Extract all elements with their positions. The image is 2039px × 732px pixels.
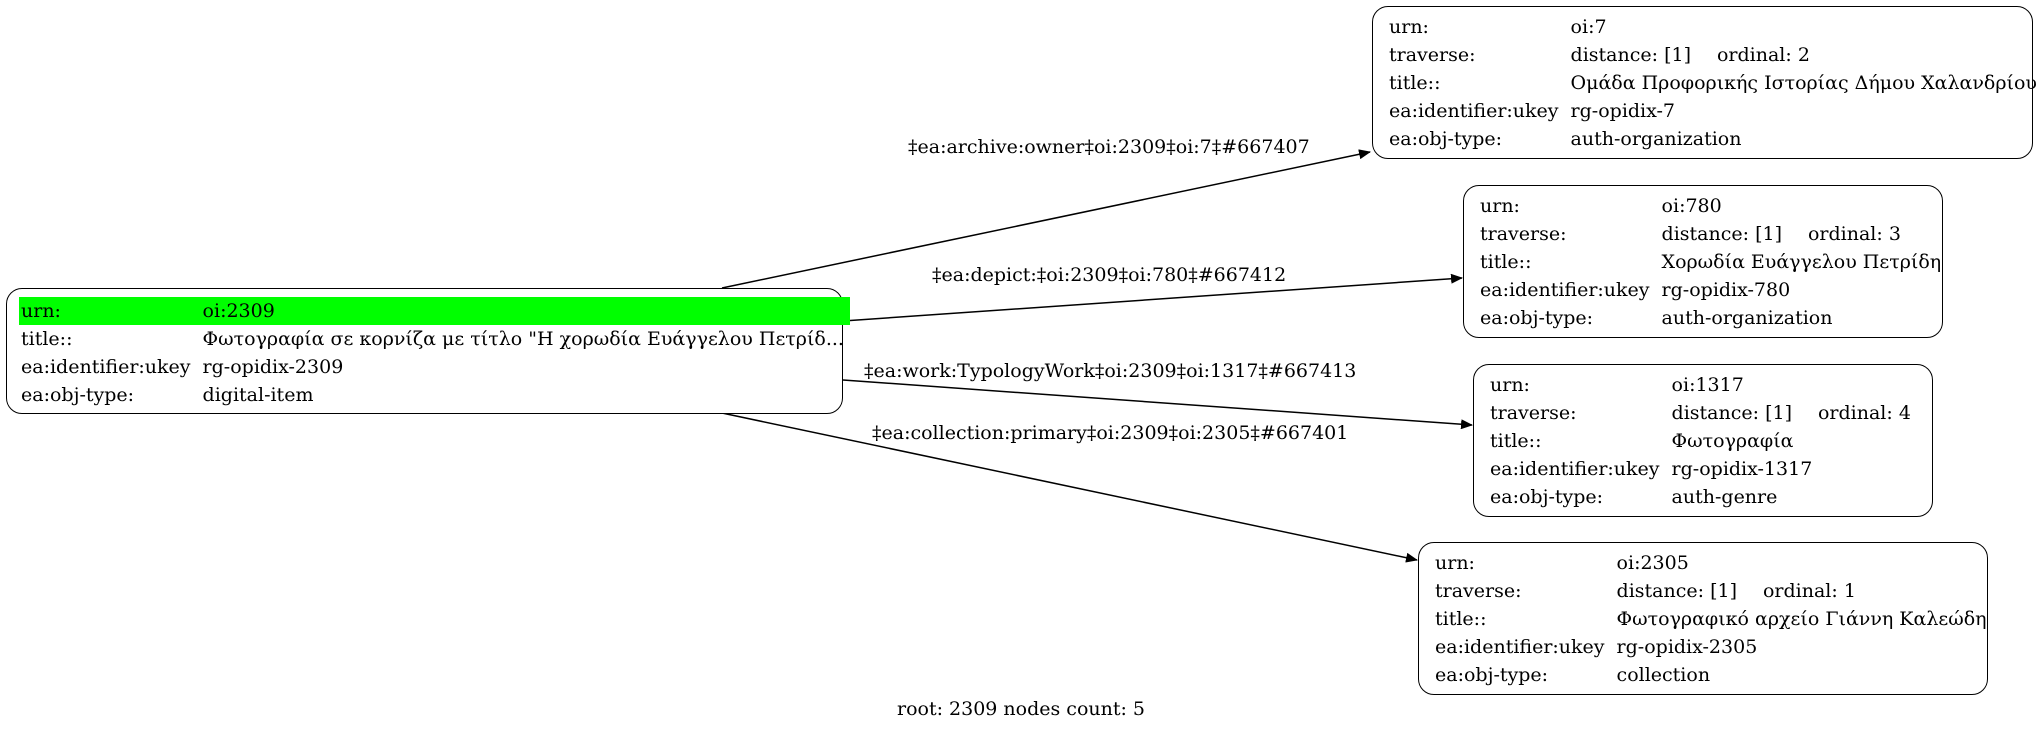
edge-label-depict: ‡ea:depict:‡oi:2309‡oi:780‡#667412: [932, 264, 1287, 286]
node-urn-value: oi:7: [1570, 16, 1607, 38]
edge-typology: [842, 379, 1473, 430]
node-ukey-key: ea:identifier:ukey: [1490, 458, 1660, 480]
node-oi-2305-table: urn: oi:2305 traverse: distance: [1] ordina…: [1433, 549, 1993, 689]
node-title-key: title::: [1490, 430, 1542, 452]
node-traverse-key: traverse:: [1480, 223, 1567, 245]
node-urn-key: urn:: [1480, 195, 1520, 217]
node-type-key: ea:obj-type:: [1389, 128, 1503, 150]
edge-owner: [721, 149, 1371, 289]
node-ukey-key: ea:identifier:ukey: [1480, 279, 1650, 301]
edge-depict: [842, 273, 1463, 322]
node-ordinal: ordinal: 3: [1807, 223, 1901, 245]
node-ukey-value: rg-opidix-1317: [1671, 458, 1813, 480]
node-oi-780[interactable]: urn: oi:780 traverse: distance: [1] ordinal…: [1463, 185, 1943, 338]
node-title-value: Χορωδία Ευάγγελου Πετρίδη: [1661, 251, 1942, 273]
root-node[interactable]: urn: oi:2309 title:: Φωτογραφία σε κορνί…: [6, 288, 850, 414]
node-distance: distance: [1]: [1671, 402, 1792, 424]
node-ukey-key: ea:identifier:ukey: [1389, 100, 1559, 122]
root-type-key: ea:obj-type:: [21, 384, 135, 406]
node-ordinal: ordinal: 2: [1716, 44, 1810, 66]
root-urn-row: urn: oi:2309: [19, 297, 850, 325]
node-urn-key: urn:: [1490, 374, 1530, 396]
node-title-key: title::: [1389, 72, 1441, 94]
node-distance: distance: [1]: [1616, 580, 1737, 602]
root-title-value: Φωτογραφία σε κορνίζα με τίτλο "Η χορωδί…: [202, 328, 844, 350]
graph-footer: root: 2309 nodes count: 5: [897, 698, 1146, 720]
root-type-value: digital-item: [202, 384, 314, 406]
node-ordinal: ordinal: 4: [1817, 402, 1911, 424]
root-node-table: urn: oi:2309 title:: Φωτογραφία σε κορνί…: [19, 297, 850, 409]
root-urn-value: oi:2309: [200, 297, 850, 325]
edge-collection: [721, 412, 1418, 563]
node-title-value: Φωτογραφία: [1671, 430, 1794, 452]
node-oi-1317-table: urn: oi:1317 traverse: distance: [1] ordina…: [1488, 371, 1917, 511]
node-oi-780-table: urn: oi:780 traverse: distance: [1] ordinal…: [1478, 192, 1947, 332]
node-title-key: title::: [1480, 251, 1532, 273]
edge-label-owner: ‡ea:archive:owner‡oi:2309‡oi:7‡#667407: [908, 136, 1310, 158]
edge-label-typology: ‡ea:work:TypologyWork‡oi:2309‡oi:1317‡#6…: [864, 360, 1357, 382]
node-type-key: ea:obj-type:: [1435, 664, 1549, 686]
node-type-value: auth-organization: [1570, 128, 1742, 150]
node-urn-key: urn:: [1435, 552, 1475, 574]
root-title-row: title:: Φωτογραφία σε κορνίζα με τίτλο "…: [19, 325, 850, 353]
node-oi-1317[interactable]: urn: oi:1317 traverse: distance: [1] ordina…: [1473, 364, 1933, 517]
node-traverse-key: traverse:: [1490, 402, 1577, 424]
node-type-value: collection: [1616, 664, 1711, 686]
node-type-value: auth-organization: [1661, 307, 1833, 329]
root-title-key: title::: [21, 328, 73, 350]
node-title-value: Ομάδα Προφορικής Ιστορίας Δήμου Χαλανδρί…: [1570, 72, 2037, 94]
node-distance: distance: [1]: [1661, 223, 1782, 245]
node-distance: distance: [1]: [1570, 44, 1691, 66]
node-oi-7[interactable]: urn: oi:7 traverse: distance: [1] ordinal: …: [1372, 6, 2037, 159]
node-oi-7-table: urn: oi:7 traverse: distance: [1] ordinal: …: [1387, 13, 2039, 153]
node-title-value: Φωτογραφικό αρχείο Γιάννη Καλεώδη: [1616, 608, 1987, 630]
node-oi-2305[interactable]: urn: oi:2305 traverse: distance: [1] ordina…: [1418, 542, 1988, 695]
node-type-key: ea:obj-type:: [1480, 307, 1594, 329]
root-urn-key: urn:: [19, 297, 201, 325]
node-urn-value: oi:2305: [1616, 552, 1689, 574]
node-ukey-value: rg-opidix-2305: [1616, 636, 1758, 658]
node-urn-value: oi:780: [1661, 195, 1722, 217]
node-ukey-value: rg-opidix-7: [1570, 100, 1676, 122]
root-type-row: ea:obj-type: digital-item: [19, 381, 850, 409]
node-traverse-key: traverse:: [1389, 44, 1476, 66]
node-title-key: title::: [1435, 608, 1487, 630]
node-type-key: ea:obj-type:: [1490, 486, 1604, 508]
root-ukey-value: rg-opidix-2309: [202, 356, 344, 378]
node-type-value: auth-genre: [1671, 486, 1778, 508]
node-urn-value: oi:1317: [1671, 374, 1744, 396]
node-ordinal: ordinal: 1: [1762, 580, 1856, 602]
node-urn-key: urn:: [1389, 16, 1429, 38]
node-traverse-key: traverse:: [1435, 580, 1522, 602]
edge-label-collection: ‡ea:collection:primary‡oi:2309‡oi:2305‡#…: [872, 422, 1349, 444]
root-ukey-key: ea:identifier:ukey: [21, 356, 191, 378]
root-ukey-row: ea:identifier:ukey rg-opidix-2309: [19, 353, 850, 381]
node-ukey-value: rg-opidix-780: [1661, 279, 1791, 301]
node-ukey-key: ea:identifier:ukey: [1435, 636, 1605, 658]
